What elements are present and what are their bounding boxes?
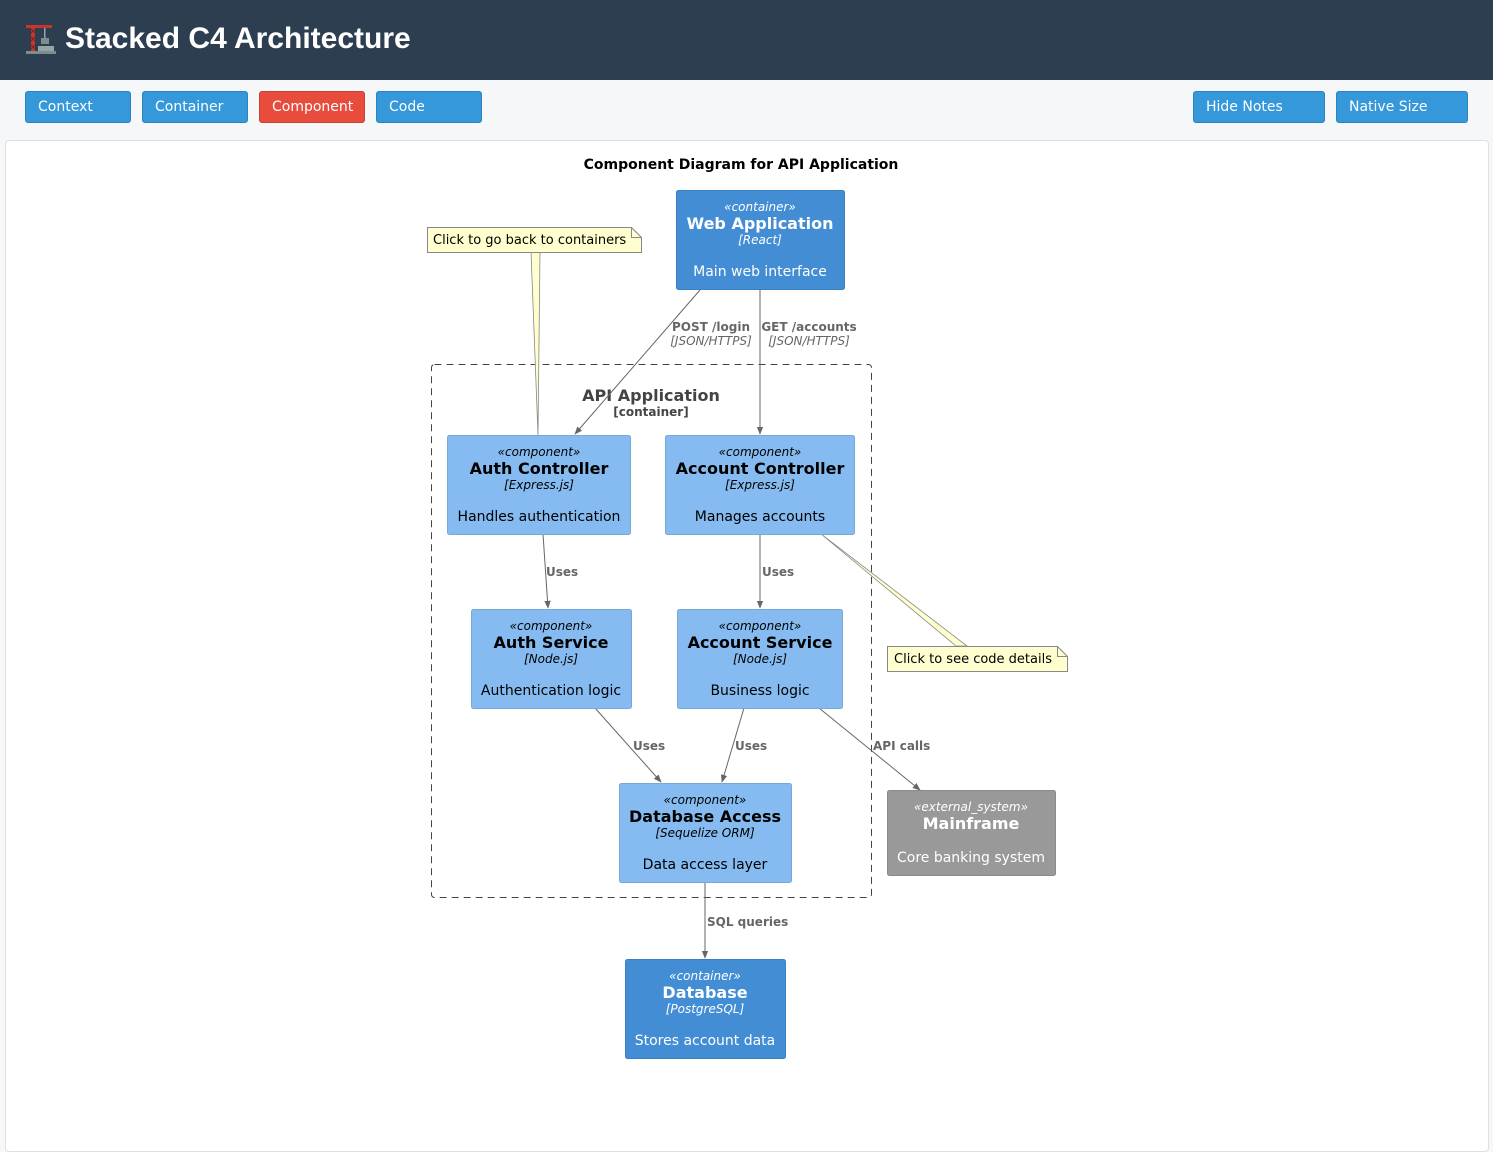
boundary-name: API Application xyxy=(582,386,720,405)
container-level-button[interactable]: Container xyxy=(142,91,248,123)
boundary-type: [container] xyxy=(613,405,688,419)
node-stereotype: «external_system» xyxy=(914,800,1028,814)
diagram-canvas: Component Diagram for API Application AP… xyxy=(5,140,1489,1152)
native-size-button[interactable]: Native Size xyxy=(1336,91,1468,123)
node-tech: [Node.js] xyxy=(733,652,787,666)
node-account-service[interactable]: «component» Account Service [Node.js] Bu… xyxy=(677,609,843,709)
relation-label: Uses xyxy=(762,565,794,579)
node-description: Manages accounts xyxy=(695,509,825,525)
relation-label: GET /accounts xyxy=(761,320,856,334)
relation-label: Uses xyxy=(735,739,767,753)
relation-label: POST /login xyxy=(672,320,750,334)
code-level-button[interactable]: Code xyxy=(376,91,482,123)
node-name: Mainframe xyxy=(923,814,1020,833)
relation-accsvc-to-mainframe xyxy=(818,707,921,791)
node-database[interactable]: «container» Database [PostgreSQL] Stores… xyxy=(625,959,786,1059)
node-name: Web Application xyxy=(686,214,833,233)
node-name: Auth Service xyxy=(494,633,609,652)
component-level-button[interactable]: Component xyxy=(259,91,365,123)
node-stereotype: «component» xyxy=(664,793,747,807)
node-description: Business logic xyxy=(710,683,809,699)
note-code-text: Click to see code details xyxy=(894,652,1052,667)
node-tech: [Express.js] xyxy=(504,478,574,492)
relation-web-to-auth xyxy=(574,289,701,435)
relation-tech: [JSON/HTTPS] xyxy=(768,334,850,348)
relation-tech: [JSON/HTTPS] xyxy=(670,334,752,348)
node-description: Stores account data xyxy=(635,1033,776,1049)
node-auth-controller[interactable]: «component» Auth Controller [Express.js]… xyxy=(447,435,631,535)
diagram-title: Component Diagram for API Application xyxy=(584,157,899,173)
node-account-controller[interactable]: «component» Account Controller [Express.… xyxy=(665,435,855,535)
app-title: Stacked C4 Architecture xyxy=(65,22,411,55)
node-stereotype: «component» xyxy=(719,445,802,459)
context-level-button[interactable]: Context xyxy=(25,91,131,123)
note-back-text: Click to go back to containers xyxy=(433,233,626,248)
node-description: Core banking system xyxy=(897,850,1045,866)
node-description: Authentication logic xyxy=(481,683,621,699)
node-web-application[interactable]: «container» Web Application [React] Main… xyxy=(676,190,845,290)
hide-notes-button[interactable]: Hide Notes xyxy=(1193,91,1325,123)
api-application-boundary: API Application [container] xyxy=(431,364,872,898)
relation-authsvc-to-db xyxy=(594,707,662,783)
node-tech: [React] xyxy=(738,233,782,247)
node-name: Auth Controller xyxy=(470,459,609,478)
node-tech: [Express.js] xyxy=(725,478,795,492)
toolbar: Context Container Component Code Hide No… xyxy=(0,80,1493,138)
node-name: Account Service xyxy=(688,633,833,652)
node-description: Handles authentication xyxy=(458,509,621,525)
node-name: Account Controller xyxy=(676,459,845,478)
node-tech: [PostgreSQL] xyxy=(666,1002,745,1016)
node-tech: [Node.js] xyxy=(524,652,578,666)
node-stereotype: «component» xyxy=(719,619,802,633)
node-stereotype: «component» xyxy=(510,619,593,633)
relation-authctrl-to-authsvc xyxy=(542,533,551,609)
node-stereotype: «container» xyxy=(669,969,741,983)
note-see-code-details[interactable]: Click to see code details xyxy=(820,533,1068,672)
node-name: Database xyxy=(662,983,747,1002)
relation-accsvc-to-db xyxy=(720,707,745,783)
note-back-to-containers[interactable]: Click to go back to containers xyxy=(427,227,642,436)
node-database-access[interactable]: «component» Database Access [Sequelize O… xyxy=(619,783,792,883)
node-stereotype: «container» xyxy=(724,200,796,214)
relation-label: Uses xyxy=(633,739,665,753)
node-auth-service[interactable]: «component» Auth Service [Node.js] Authe… xyxy=(471,609,632,709)
node-tech: [Sequelize ORM] xyxy=(655,826,755,840)
app-header: Stacked C4 Architecture xyxy=(0,0,1493,80)
relation-label: API calls xyxy=(873,739,930,753)
relation-label: Uses xyxy=(546,565,578,579)
node-mainframe[interactable]: «external_system» Mainframe Core banking… xyxy=(887,790,1056,876)
node-name: Database Access xyxy=(629,807,781,826)
node-description: Data access layer xyxy=(643,857,768,873)
component-diagram: Component Diagram for API Application AP… xyxy=(427,157,1068,1059)
crane-icon xyxy=(26,25,56,54)
node-stereotype: «component» xyxy=(498,445,581,459)
relation-label: SQL queries xyxy=(707,915,788,929)
node-description: Main web interface xyxy=(693,264,827,280)
